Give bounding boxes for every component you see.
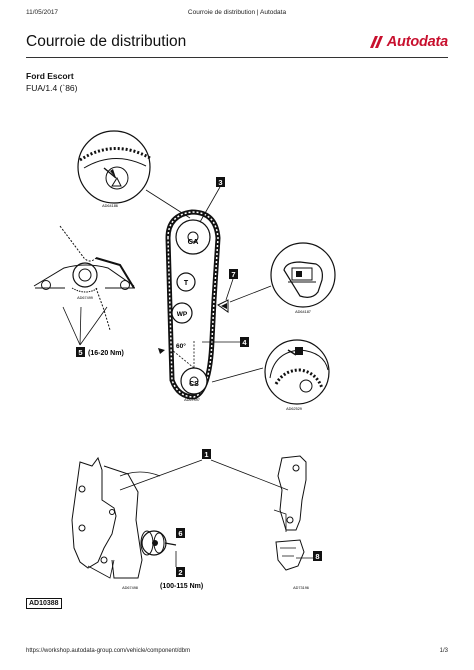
ref-ad67499: AD67499 [77,296,93,300]
figure-code-badge: AD10388 [26,598,62,609]
print-window-title: Courroie de distribution | Autodata [187,9,287,16]
inset-tensioner-left: AD67499 [33,225,135,346]
callout-4: 4 [202,337,249,347]
torque-spec-5: (16-20 Nm) [88,350,124,357]
ref-ad67498: AD67498 [122,586,138,590]
print-date: 11/05/2017 [26,9,59,16]
svg-text:3: 3 [218,178,222,187]
callout-5: 5 (16-20 Nm) [76,347,124,357]
svg-text:7: 7 [231,270,235,279]
callout-3: 3 [199,177,225,223]
callout-8: 8 [315,552,319,561]
autodata-logo: Autodata [368,34,448,50]
svg-text:4: 4 [242,338,247,347]
page-title: Courroie de distribution [26,33,187,50]
engine-code: FUA/1.4 (`86) [26,83,78,93]
logo-text: Autodata [386,34,448,50]
vehicle-model: Ford Escort [26,71,74,81]
logo-mark-icon [370,36,383,48]
pulley-ca: CA [188,237,199,246]
svg-text:5: 5 [78,348,82,357]
ref-ad67497: AD67497 [184,398,200,402]
torque-spec-2: (100-115 Nm) [160,583,203,590]
footer-url[interactable]: https://workshop.autodata-group.com/vehi… [26,648,191,654]
pulley-wp: WP [177,311,188,318]
page-number: 1/3 [439,648,448,654]
inset-crank-pulley: AD62529 [211,339,330,411]
pulley-t: T [184,280,189,287]
ref-ad64186: AD64186 [102,204,118,208]
callout-6: 6 [178,529,182,538]
ref-ad62529: AD62529 [286,407,302,411]
ref-ad64187: AD64187 [295,310,311,314]
ref-ad73196: AD73196 [293,586,309,590]
lower-assembly: 1 6 2 (100-115 Nm) AD67498 8 [71,449,322,590]
header-divider [26,57,448,58]
inset-camshaft-mark: AD64187 [229,242,336,314]
callout-1: 1 [204,450,208,459]
callout-2: 2 [178,568,182,577]
callout-7: 7 [225,269,238,301]
inset-crankshaft-mark: AD64186 [77,130,191,219]
timing-angle: 60° [176,342,186,350]
belt-layout: CA T WP CS 60° AD67497 [158,209,229,402]
pulley-cs: CS [189,381,199,388]
